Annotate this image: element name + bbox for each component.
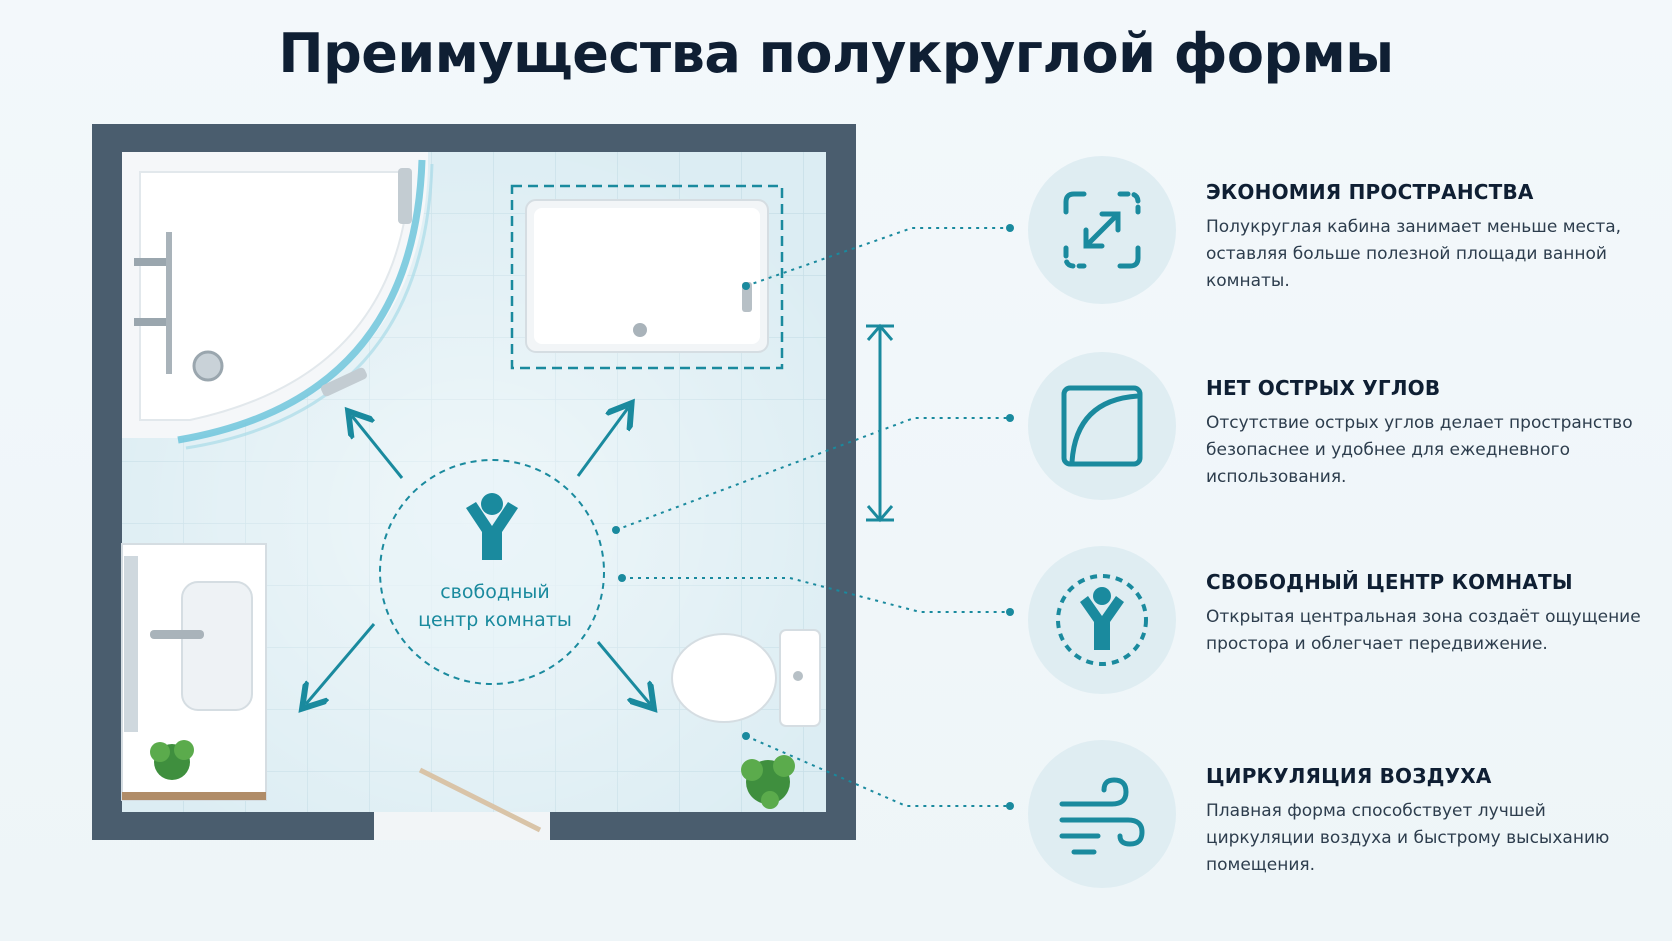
plant-right (741, 755, 795, 809)
feature-description: Плавная форма способствует лучшей циркул… (1206, 801, 1610, 875)
door-opening (374, 812, 550, 840)
dimension-arrow (866, 323, 894, 523)
center-label-line1: свободный (440, 581, 550, 603)
person-icon-center (466, 493, 518, 560)
rounded-corner-icon (1028, 352, 1176, 500)
air-flow-icon (1028, 740, 1176, 888)
feature-description: Отсутствие острых углов делает пространс… (1206, 413, 1633, 487)
arrow-up-left (352, 416, 404, 479)
feature-title: НЕТ ОСТРЫХ УГЛОВ (1206, 376, 1441, 400)
toilet (671, 629, 821, 727)
center-label-line2: центр комнаты (418, 609, 572, 631)
expand-arrows-icon (1028, 156, 1176, 304)
center-zone-label: свободный центр комнаты (400, 578, 590, 634)
leader-lines (615, 227, 1010, 807)
shower-drain (192, 350, 224, 382)
feature-title: ЦИРКУЛЯЦИЯ ВОЗДУХА (1206, 764, 1492, 788)
arrow-up-right (576, 408, 628, 477)
free-center-zone (379, 459, 605, 685)
arrow-down-right (596, 641, 650, 704)
bathtub-dashed-frame (510, 184, 784, 370)
door-leaf (418, 767, 542, 833)
vanity-sink (121, 543, 267, 801)
feature-description: Полукруглая кабина занимает меньше места… (1206, 217, 1622, 291)
page-title: Преимущества полукруглой формы (278, 22, 1394, 85)
feature-description: Открытая центральная зона создаёт ощущен… (1206, 607, 1641, 654)
plant-left (150, 740, 194, 780)
feature-title: СВОБОДНЫЙ ЦЕНТР КОМНАТЫ (1206, 570, 1573, 594)
person-circle-icon (1028, 546, 1176, 694)
semicircle-shower-cabin (122, 152, 434, 450)
feature-title: ЭКОНОМИЯ ПРОСТРАНСТВА (1206, 180, 1534, 204)
arrow-down-left (306, 623, 376, 704)
